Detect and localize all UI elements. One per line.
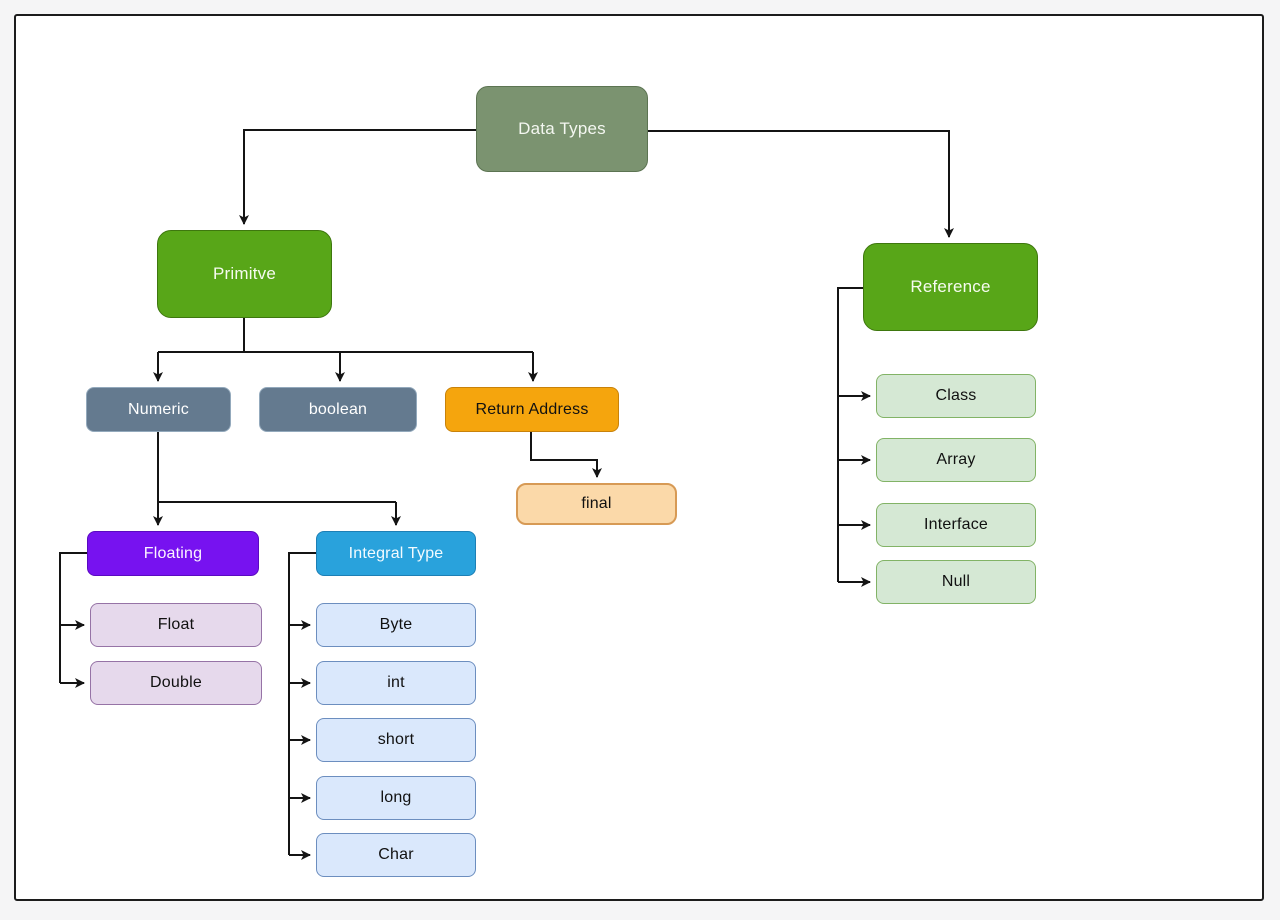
node-double: Double	[90, 661, 262, 705]
node-integral-type: Integral Type	[316, 531, 476, 576]
node-primitve: Primitve	[157, 230, 332, 318]
node-data-types: Data Types	[476, 86, 648, 172]
node-char: Char	[316, 833, 476, 877]
node-long: long	[316, 776, 476, 820]
node-reference: Reference	[863, 243, 1038, 331]
node-array: Array	[876, 438, 1036, 482]
node-float: Float	[90, 603, 262, 647]
node-numeric: Numeric	[86, 387, 231, 432]
node-floating: Floating	[87, 531, 259, 576]
node-return-address: Return Address	[445, 387, 619, 432]
node-interface: Interface	[876, 503, 1036, 547]
node-short: short	[316, 718, 476, 762]
node-boolean: boolean	[259, 387, 417, 432]
node-int: int	[316, 661, 476, 705]
node-class: Class	[876, 374, 1036, 418]
node-null: Null	[876, 560, 1036, 604]
node-final: final	[516, 483, 677, 525]
node-byte: Byte	[316, 603, 476, 647]
